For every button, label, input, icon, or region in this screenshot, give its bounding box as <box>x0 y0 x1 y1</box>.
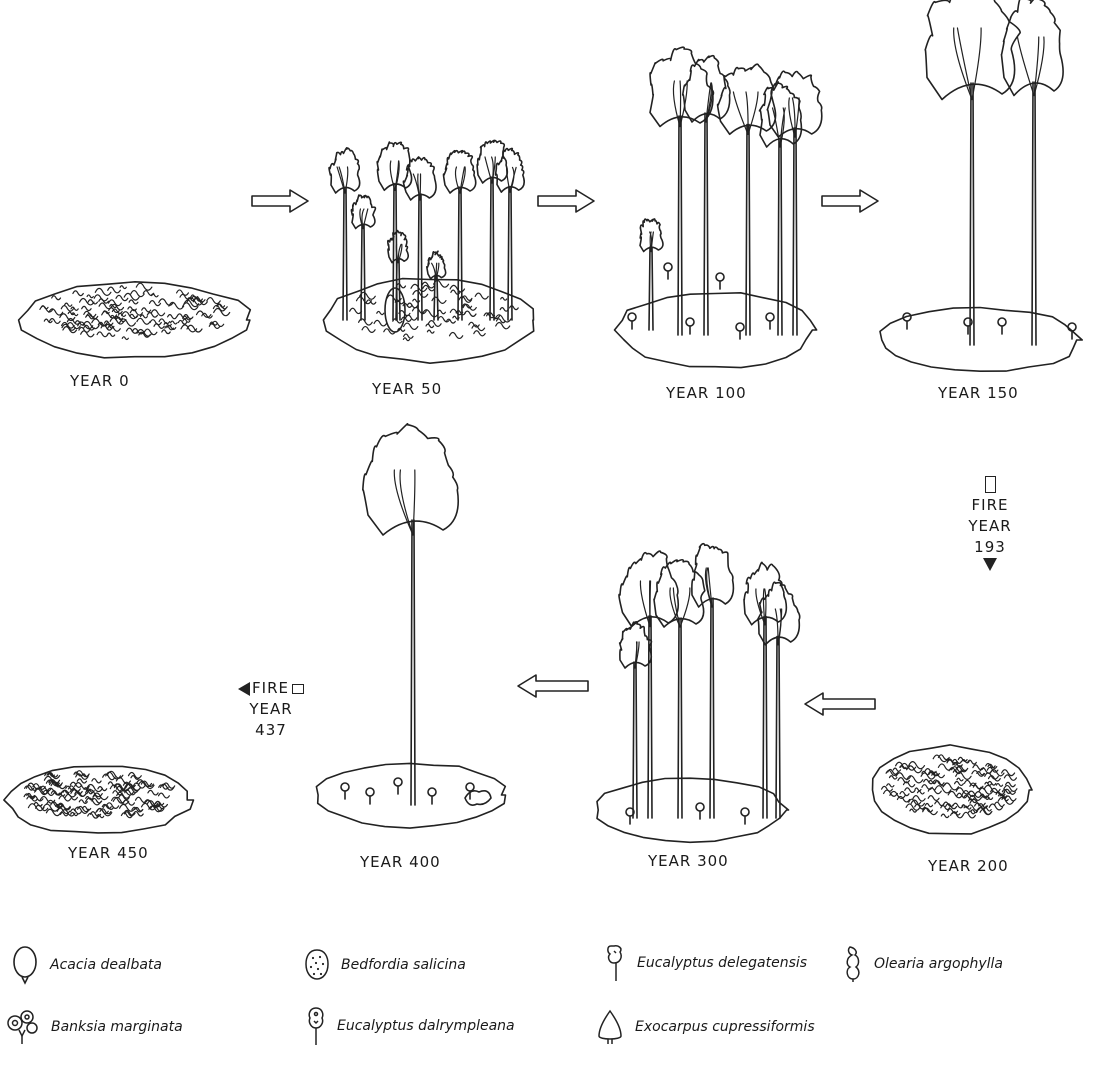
legend-item-olearia: Olearia argophylla <box>842 945 1003 983</box>
legend-label-olearia: Olearia argophylla <box>874 956 1003 972</box>
exocarpus-icon <box>595 1008 625 1046</box>
arrow-year50-to-100 <box>538 190 594 212</box>
fire-437-word: FIRE <box>252 678 289 699</box>
stage-label-year-400: YEAR 400 <box>360 853 441 871</box>
fire-437-annotation: FIRE YEAR 437 <box>226 678 316 741</box>
arrow-year100-to-150 <box>822 190 878 212</box>
arrow-year300-to-400 <box>518 675 588 697</box>
legend-label-eucalyptus-delegatensis: Eucalyptus delegatensis <box>637 955 807 971</box>
stage-label-year-200: YEAR 200 <box>928 857 1009 875</box>
bedfordia-icon <box>303 947 331 983</box>
legend-label-exocarpus: Exocarpus cupressiformis <box>635 1019 815 1035</box>
legend-item-banksia: Banksia marginata <box>5 1008 183 1046</box>
legend-item-eucalyptus-dalrympleana: Eucalyptus dalrympleana <box>305 1005 515 1047</box>
scene-year-150 <box>880 0 1082 371</box>
stage-label-year-150: YEAR 150 <box>938 384 1019 402</box>
arrow-year200-to-300 <box>805 693 875 715</box>
scene-year-400 <box>316 424 505 828</box>
legend-item-bedfordia: Bedfordia salicina <box>303 947 466 983</box>
fire-193-annotation: FIRE YEAR 193 <box>964 476 1016 571</box>
stage-label-year-300: YEAR 300 <box>648 852 729 870</box>
banksia-icon <box>5 1008 41 1046</box>
fire-193-year-label: YEAR <box>964 516 1016 537</box>
fire-193-word: FIRE <box>964 495 1016 516</box>
legend-label-banksia: Banksia marginata <box>51 1019 183 1035</box>
fire-193-year: 193 <box>964 537 1016 558</box>
legend-label-acacia: Acacia dealbata <box>50 957 162 973</box>
scene-year-50 <box>323 140 533 363</box>
fire-437-arrow-icon <box>238 682 250 696</box>
legend-item-exocarpus: Exocarpus cupressiformis <box>595 1008 815 1046</box>
stage-label-year-450: YEAR 450 <box>68 844 149 862</box>
legend-item-acacia: Acacia dealbata <box>10 945 162 985</box>
stage-label-year-100: YEAR 100 <box>666 384 747 402</box>
legend-item-eucalyptus-delegatensis: Eucalyptus delegatensis <box>605 943 807 983</box>
olearia-icon <box>842 945 864 983</box>
stage-label-year-0: YEAR 0 <box>70 372 130 390</box>
scene-year-0 <box>19 282 251 358</box>
fire-437-year: 437 <box>226 720 316 741</box>
eucalyptus-dalrympleana-icon <box>305 1005 327 1047</box>
scene-year-300 <box>597 544 800 843</box>
arrow-year0-to-50 <box>252 190 308 212</box>
fire-193-arrow-icon <box>983 558 997 571</box>
fire-437-rect-icon <box>292 684 304 694</box>
scene-year-100 <box>615 47 822 367</box>
acacia-icon <box>10 945 40 985</box>
eucalyptus-delegatensis-icon <box>605 943 627 983</box>
scene-year-450 <box>4 766 194 833</box>
legend-label-bedfordia: Bedfordia salicina <box>341 957 466 973</box>
stage-label-year-50: YEAR 50 <box>372 380 442 398</box>
legend-label-eucalyptus-dalrympleana: Eucalyptus dalrympleana <box>337 1018 515 1034</box>
fire-437-year-label: YEAR <box>226 699 316 720</box>
scene-year-200 <box>873 745 1033 834</box>
fire-193-rect-icon <box>985 476 996 493</box>
